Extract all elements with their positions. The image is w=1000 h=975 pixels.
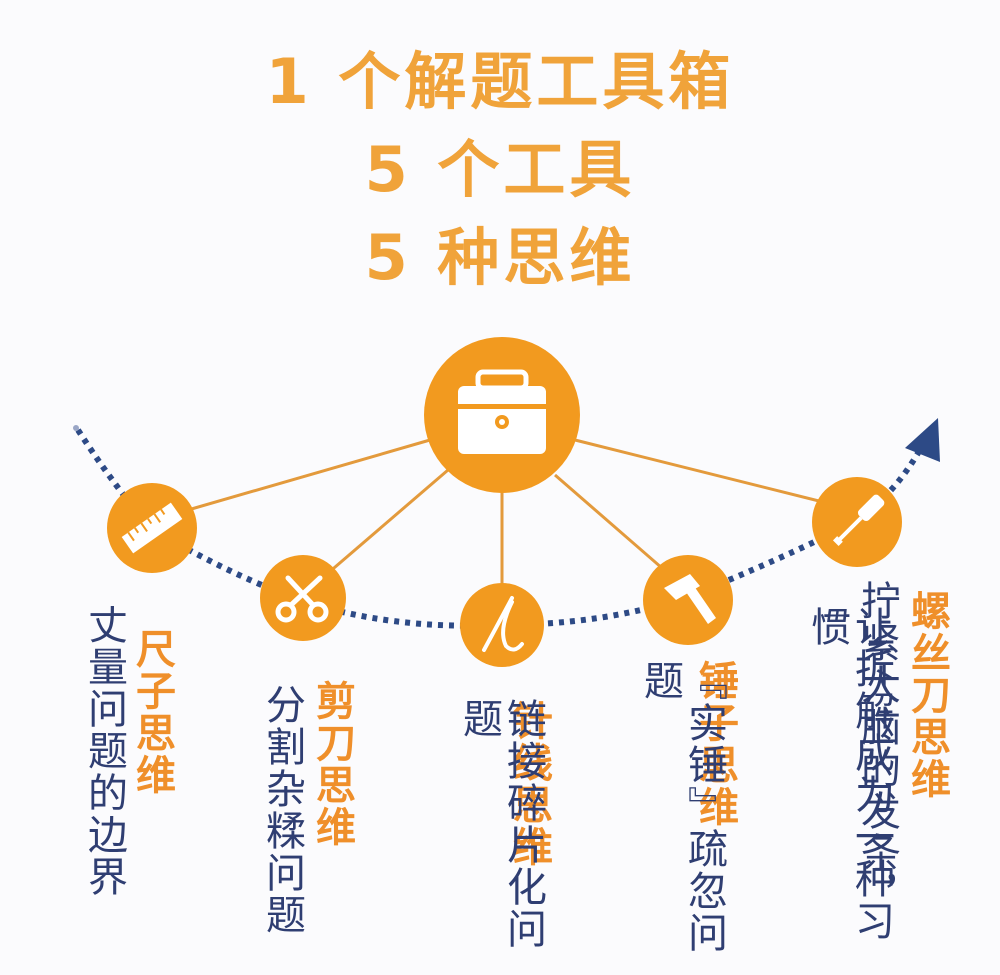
screwdriver-thinking-label: 螺丝刀思维 (904, 590, 950, 800)
screwdriver-thinking-desc-1: 拧紧大脑的发条， (854, 580, 900, 916)
screwdriver-node (812, 477, 902, 567)
hammer-thinking-label: 锤子思维 (692, 660, 738, 828)
arc-start-dot (73, 425, 79, 431)
ruler-icon (121, 502, 183, 554)
connector-lines (187, 438, 836, 600)
needle-thinking-label: 针线思维 (506, 700, 552, 868)
scissors-thinking-label: 剪刀思维 (309, 680, 355, 848)
scissors-icon (275, 575, 329, 623)
ruler-thinking-desc: 丈量问题的边界 (81, 604, 127, 898)
ruler-node (107, 483, 197, 573)
screwdriver-thinking-desc-2: 让拆解成为一种习惯 (804, 606, 894, 942)
hammer-thinking-desc: 『实锤』疏忽问题 (637, 660, 727, 954)
screwdriver-icon (832, 494, 885, 547)
scissors-node (260, 555, 346, 641)
arrow-head (905, 418, 940, 462)
hammer-node (643, 555, 733, 645)
ruler-thinking-label: 尺子思维 (129, 628, 175, 796)
needle-thinking-desc: 链接碎片化问题 (456, 698, 546, 950)
scissors-thinking-desc: 分割杂糅问题 (259, 684, 305, 936)
toolbox-icon (458, 369, 546, 454)
hammer-icon (664, 574, 716, 624)
needle-thread-icon (482, 596, 524, 652)
title-line-3: 5 种思维 (364, 221, 636, 294)
title-line-2: 5 个工具 (364, 133, 636, 206)
center-toolbox-node (424, 337, 580, 493)
needle-thread-node (460, 583, 544, 667)
title-line-1: 1 个解题工具箱 (265, 45, 735, 118)
